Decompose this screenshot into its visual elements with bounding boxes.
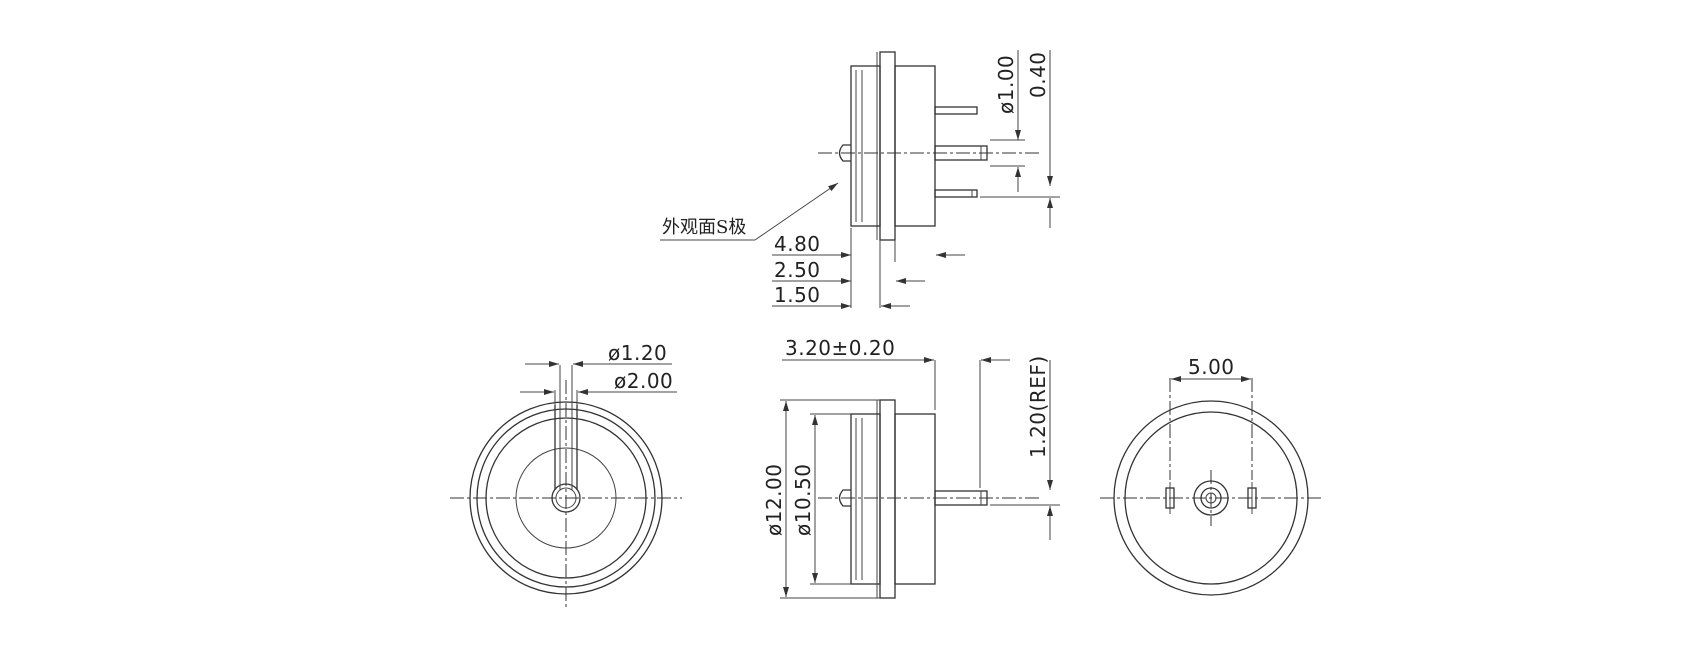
top-flange bbox=[879, 51, 896, 241]
top-body-step bbox=[850, 65, 881, 227]
top-pole-bump bbox=[838, 144, 851, 162]
top-magnet-body bbox=[894, 65, 936, 227]
dim-pin-dia: ø1.00 bbox=[994, 55, 1018, 114]
dim-pin-gap: 0.40 bbox=[1026, 51, 1050, 98]
dim-5-00: 5.00 bbox=[1188, 355, 1235, 379]
side-flange bbox=[879, 399, 896, 599]
side-pole-bump bbox=[838, 489, 851, 507]
back-view: 5.00 bbox=[1100, 355, 1322, 596]
side-magnet-body bbox=[894, 413, 936, 585]
side-body-step bbox=[850, 413, 881, 585]
dim-3-20: 3.20±0.20 bbox=[785, 336, 895, 360]
dim-dia-2-00: ø2.00 bbox=[614, 369, 673, 393]
dim-4-80: 4.80 bbox=[774, 232, 821, 256]
top-pin-lower bbox=[934, 189, 978, 198]
front-slot bbox=[554, 405, 578, 490]
top-view: ø1.00 0.40 4.80 2.50 1.50 外观面S极 bbox=[660, 50, 1060, 309]
dim-2-50: 2.50 bbox=[774, 258, 821, 282]
side-view: ø12.00 ø10.50 3.20±0.20 1.20(REF) bbox=[762, 336, 1060, 599]
dim-1-20-ref: 1.20(REF) bbox=[1026, 355, 1050, 458]
top-pin-upper bbox=[934, 106, 978, 115]
front-view: ø1.20 ø2.00 bbox=[450, 341, 682, 610]
dim-1-50: 1.50 bbox=[774, 283, 821, 307]
dim-dia-12-00: ø12.00 bbox=[762, 464, 786, 537]
note-s-pole: 外观面S极 bbox=[662, 217, 746, 238]
dim-dia-1-20: ø1.20 bbox=[608, 341, 667, 365]
dim-dia-10-50: ø10.50 bbox=[791, 464, 815, 537]
